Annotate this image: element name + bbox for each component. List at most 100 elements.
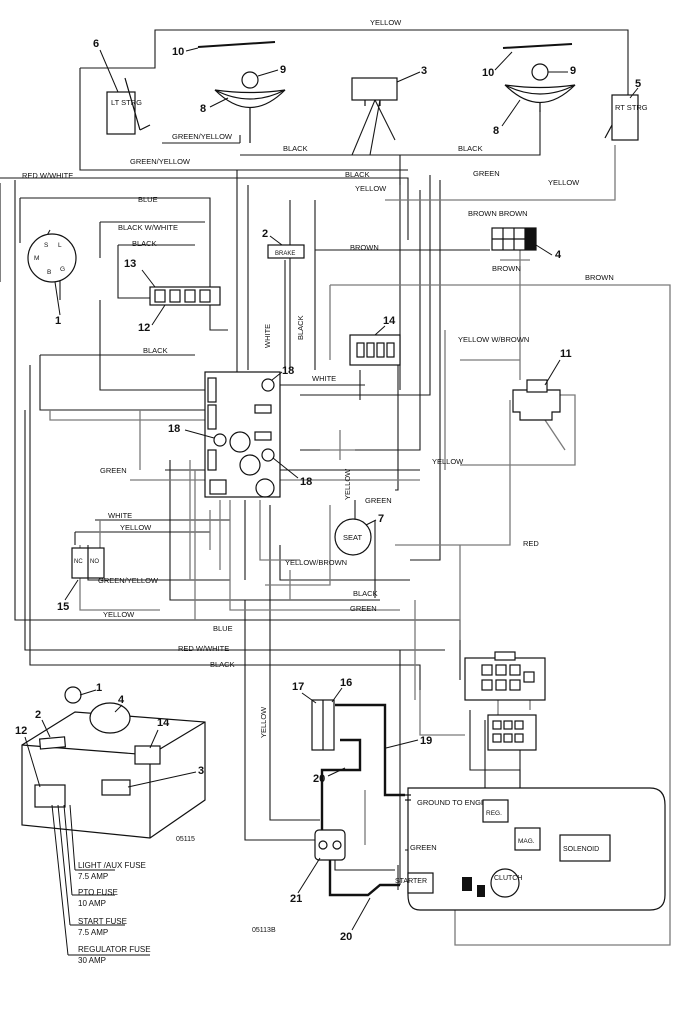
fuse-2-rating: 10 AMP [78, 899, 106, 908]
callout-8-right: 8 [493, 125, 499, 137]
inset-callout-1: 1 [96, 682, 102, 694]
callout-11: 11 [560, 348, 572, 360]
wire-label-yellow-rt: YELLOW [548, 178, 580, 187]
battery-cables [320, 703, 405, 897]
battery-fuse-16-17 [311, 699, 335, 751]
seat-switch: SEAT [334, 518, 372, 556]
wire-label-yellow-brown-low: YELLOW/BROWN [285, 558, 347, 567]
callout-8-left: 8 [200, 103, 206, 115]
wire-label-red-white-top: RED W/WHITE [22, 171, 73, 180]
main-figure-code: 05113B [252, 927, 276, 934]
fuse-legend: LIGHT /AUX FUSE 7.5 AMP PTO FUSE 10 AMP … [78, 861, 151, 965]
dash-panel-inset [21, 686, 206, 956]
inset-callout-3: 3 [198, 765, 204, 777]
wire-label-brown-under-conn: BROWN [492, 264, 521, 273]
callout-1: 1 [55, 315, 61, 327]
callout-10-left: 10 [172, 46, 184, 58]
wire-label-yellow-vert-low: YELLOW [259, 706, 268, 738]
wire-label-white-vert: WHITE [263, 324, 272, 348]
callout-20-upper: 20 [313, 773, 325, 785]
callout-15: 15 [57, 601, 69, 613]
starter-label: STARTER [395, 878, 427, 885]
callouts: 6 10 9 8 3 10 9 8 5 2 4 13 12 1 14 11 18… [15, 38, 641, 943]
wire-label-red-white-bottom: RED W/WHITE [178, 644, 229, 653]
fuse-4-rating: 30 AMP [78, 956, 106, 965]
wire-label-black-low: BLACK [353, 589, 378, 598]
fuse-3-rating: 7.5 AMP [78, 928, 108, 937]
callout-4: 4 [555, 249, 562, 261]
callout-9-left: 9 [280, 64, 286, 76]
switch-15: NC NO [71, 547, 105, 579]
pto-switch [349, 334, 401, 366]
wire-label-brown-right: BROWN [585, 273, 614, 282]
seat-label: SEAT [343, 533, 362, 542]
wire-label-black-vert: BLACK [296, 315, 305, 340]
nc-label: NC [74, 559, 83, 565]
fuse-1-name: LIGHT /AUX FUSE [78, 861, 146, 870]
wire-label-black-bottom: BLACK [210, 660, 235, 669]
reg-label: REG. [486, 810, 502, 817]
callout-2: 2 [262, 228, 268, 240]
callout-5: 5 [635, 78, 641, 90]
engine-connector-upper [464, 651, 546, 701]
key-terminal-l: L [58, 242, 62, 249]
wire-label-green-left: GREEN [100, 466, 127, 475]
lt-strg-label: LT STRG [111, 98, 142, 107]
callout-6: 6 [93, 38, 99, 50]
wire-label-yellow-bottom: YELLOW [103, 610, 135, 619]
ground-to-engine-label: GROUND TO ENGINE [417, 798, 493, 807]
wire-label-black-lamp-left: BLACK [283, 144, 308, 153]
callout-19: 19 [420, 735, 432, 747]
light-switch [351, 77, 398, 106]
wire-label-yellow-low: YELLOW [120, 523, 152, 532]
callout-18-top: 18 [282, 365, 294, 377]
key-terminal-m: M [34, 255, 39, 262]
wire-label-green-row: GREEN [473, 169, 500, 178]
left-light-bar [197, 41, 276, 48]
key-terminal-g: G [60, 266, 65, 273]
wire-label-yellow-brown-top: YELLOW W/BROWN [458, 335, 529, 344]
wire-label-black-key: BLACK [132, 239, 157, 248]
rt-strg-label: RT STRG [615, 103, 648, 112]
inset-callout-14: 14 [157, 717, 170, 729]
inset-callout-4: 4 [118, 694, 125, 706]
callout-16: 16 [340, 677, 352, 689]
key-terminal-b: B [47, 269, 51, 276]
clutch-label: CLUTCH [494, 875, 522, 882]
starter-solenoid-21 [314, 829, 346, 861]
callout-10-right: 10 [482, 67, 494, 79]
brake-switch: BRAKE [267, 244, 305, 259]
mag-label: MAG. [518, 838, 535, 845]
callout-18-bottom: 18 [300, 476, 312, 488]
wire-label-black-lamp-right: BLACK [458, 144, 483, 153]
wire-labels: YELLOW GREEN/YELLOW BLACK BLACK GREEN/YE… [22, 18, 614, 852]
wire-label-green-seat: GREEN [365, 496, 392, 505]
wire-label-white-mid: WHITE [312, 374, 336, 383]
right-light-bar [502, 43, 573, 49]
wire-label-green-low: GREEN [350, 604, 377, 613]
wire-label-yellow-top: YELLOW [370, 18, 402, 27]
inset-callout-2: 2 [35, 709, 41, 721]
callout-18-left: 18 [168, 423, 180, 435]
control-module [204, 371, 281, 498]
fuse-1-rating: 7.5 AMP [78, 872, 108, 881]
wire-label-green-yellow-switch: GREEN/YELLOW [130, 157, 191, 166]
rt-strg-switch: RT STRG [604, 94, 648, 141]
fuse-4-name: REGULATOR FUSE [78, 945, 151, 954]
callout-3: 3 [421, 65, 427, 77]
wire-label-green-engine: GREEN [410, 843, 437, 852]
wire-label-brown-mid: BROWN [350, 243, 379, 252]
wires-dark [0, 29, 629, 890]
wire-label-yellow-vert: YELLOW [343, 468, 352, 500]
callout-20-lower: 20 [340, 931, 352, 943]
callout-21: 21 [290, 893, 302, 905]
no-label: NO [90, 559, 99, 565]
left-headlight [214, 71, 286, 143]
wire-label-black-left: BLACK [143, 346, 168, 355]
callout-13: 13 [124, 258, 136, 270]
right-headlight [504, 63, 576, 112]
relay-11 [512, 379, 561, 421]
inset-figure-code: 05115 [176, 836, 195, 843]
engine-connector-lower [487, 714, 537, 751]
